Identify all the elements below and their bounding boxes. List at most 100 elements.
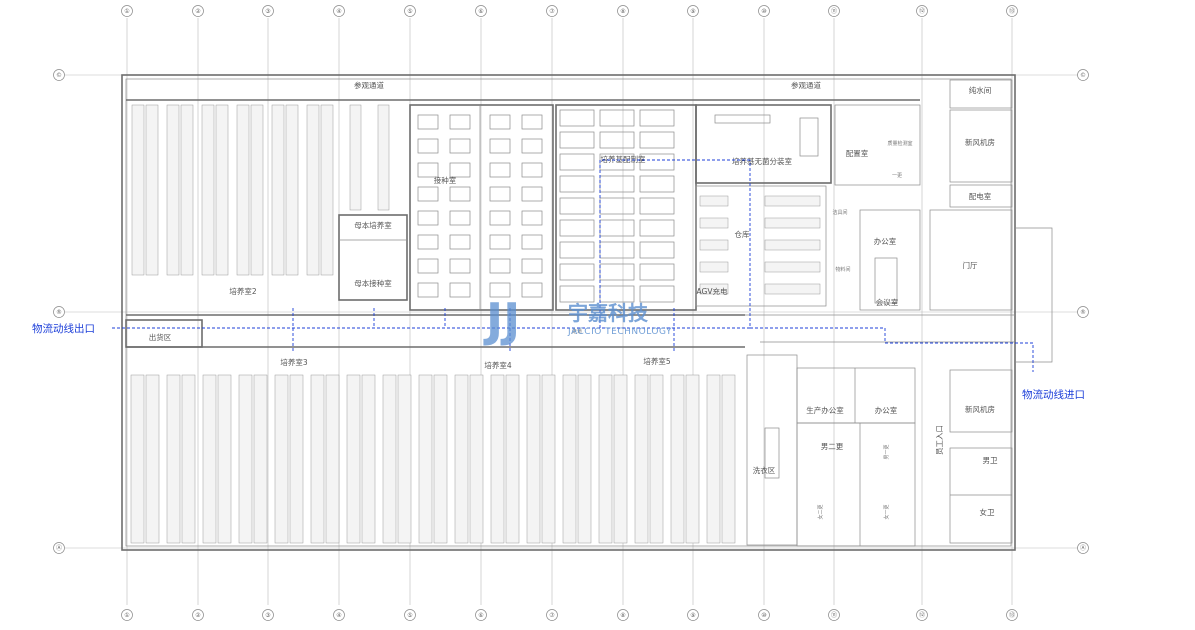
prep-cell-0-1 [599, 109, 635, 127]
rack-top-10 [285, 104, 299, 276]
bench-0-0 [417, 114, 439, 130]
prep-cell-8-1 [599, 285, 635, 303]
rack-bottom-27 [598, 374, 613, 544]
rack-bottom-13 [346, 374, 361, 544]
prep-cell-5-2 [639, 219, 675, 237]
rack-bottom-7 [238, 374, 253, 544]
prep-cell-0-2 [639, 109, 675, 127]
sterile-bench [714, 114, 771, 124]
meeting-table [874, 257, 898, 304]
label-staff-entrance: 员工入口 [935, 425, 944, 455]
rack-bottom-24 [541, 374, 556, 544]
prep-cell-3-1 [599, 175, 635, 193]
row-bubble-label-left-3: Ⓐ [56, 544, 62, 552]
bench-4-2 [489, 210, 511, 226]
rack-top-mid-1 [349, 104, 362, 211]
rack-bottom-29 [634, 374, 649, 544]
fresh-air-top-walls [949, 109, 1013, 183]
wh-rack-left-3 [699, 239, 729, 251]
row-bubble-right-2 [1077, 306, 1089, 318]
rack-bottom-10 [289, 374, 304, 544]
column-bubble-label-bottom-3: ③ [265, 612, 270, 619]
column-bubble-label-bottom-11: ⑪ [831, 611, 837, 619]
wh-rack-right-5 [764, 283, 821, 295]
racks-culture-rooms-3-5 [130, 374, 736, 544]
column-bubble-bottom-13 [1006, 609, 1018, 621]
rack-bottom-20 [469, 374, 484, 544]
column-bubble-label-top-8: ⑧ [620, 8, 625, 15]
label-quality-lab: 质量检测室 [887, 140, 912, 147]
bench-5-3 [521, 234, 543, 250]
rack-bottom-25 [562, 374, 577, 544]
row-bubble-label-right-3: Ⓐ [1080, 544, 1086, 552]
rack-bottom-14 [361, 374, 376, 544]
label-female-change-1: 女一更 [883, 504, 890, 519]
rack-top-3 [166, 104, 180, 276]
column-bubble-top-5 [404, 5, 416, 17]
column-bubble-label-bottom-4: ④ [336, 612, 341, 619]
bench-0-3 [521, 114, 543, 130]
rack-bottom-34 [721, 374, 736, 544]
label-visit-corridor-left: 参观通道 [354, 80, 384, 90]
row-bubble-right-3 [1077, 542, 1089, 554]
label-culture-base-prep: 培养基配制室 [601, 154, 646, 164]
label-pure-water: 纯水间 [969, 85, 992, 95]
label-mother-inoculation-room: 母本接种室 [354, 278, 392, 288]
rack-bottom-28 [613, 374, 628, 544]
wh-rack-left-1 [699, 195, 729, 207]
label-fresh-air-top: 新风机房 [965, 137, 995, 147]
bench-2-1 [449, 162, 471, 178]
row-bubble-left-3 [53, 542, 65, 554]
bench-7-0 [417, 282, 439, 298]
column-bubble-bottom-3 [262, 609, 274, 621]
prep-cell-8-2 [639, 285, 675, 303]
label-visit-corridor-right: 参观通道 [791, 80, 821, 90]
rack-top-5 [201, 104, 215, 276]
bench-0-1 [449, 114, 471, 130]
label-production-office: 生产办公室 [806, 405, 844, 415]
rack-top-12 [320, 104, 334, 276]
prep-cell-0-0 [559, 109, 595, 127]
label-corridor: 走道 [572, 328, 582, 335]
racks-culture-room-2 [131, 104, 390, 276]
wh-rack-left-2 [699, 217, 729, 229]
laundry-table [764, 427, 780, 479]
rack-bottom-3 [166, 374, 181, 544]
bench-6-1 [449, 258, 471, 274]
logistics-entrance-label: 物流动线进口 [1022, 388, 1085, 401]
prep-cell-7-0 [559, 263, 595, 281]
label-office-1: 办公室 [874, 236, 897, 246]
rack-bottom-30 [649, 374, 664, 544]
building-inner-outline [125, 78, 1012, 547]
logistics-flow [112, 159, 1034, 372]
column-bubble-top-3 [262, 5, 274, 17]
column-bubble-top-4 [333, 5, 345, 17]
quality-block [834, 104, 921, 186]
label-culture-room-3: 培养室3 [280, 357, 307, 367]
bench-2-2 [489, 162, 511, 178]
row-bubble-label-left-1: © [56, 72, 62, 79]
inoculation-benches [417, 114, 543, 298]
bench-7-3 [521, 282, 543, 298]
bench-1-2 [489, 138, 511, 154]
column-bubble-label-bottom-8: ⑧ [620, 612, 625, 619]
rack-bottom-33 [706, 374, 721, 544]
logo-english-name: JACCIO TECHNOLOGY [567, 327, 672, 337]
pure-water-walls [949, 79, 1013, 109]
logo-chinese-name: 宇嘉科技 [568, 301, 649, 325]
bench-4-1 [449, 210, 471, 226]
lobby-walls [929, 209, 1013, 311]
warehouse-racks [699, 195, 821, 295]
prep-cell-1-1 [599, 131, 635, 149]
bench-1-0 [417, 138, 439, 154]
column-bubble-label-top-13: ⑬ [1009, 7, 1015, 15]
wh-rack-right-1 [764, 195, 821, 207]
prep-cell-5-1 [599, 219, 635, 237]
wh-rack-left-4 [699, 261, 729, 273]
wh-rack-right-2 [764, 217, 821, 229]
label-female-wc: 女卫 [980, 507, 995, 517]
label-culture-room-4: 培养室4 [484, 360, 511, 370]
label-prep-room: 配置室 [846, 148, 869, 158]
column-bubble-label-bottom-9: ⑨ [690, 612, 695, 619]
label-lobby: 门厅 [963, 261, 978, 270]
